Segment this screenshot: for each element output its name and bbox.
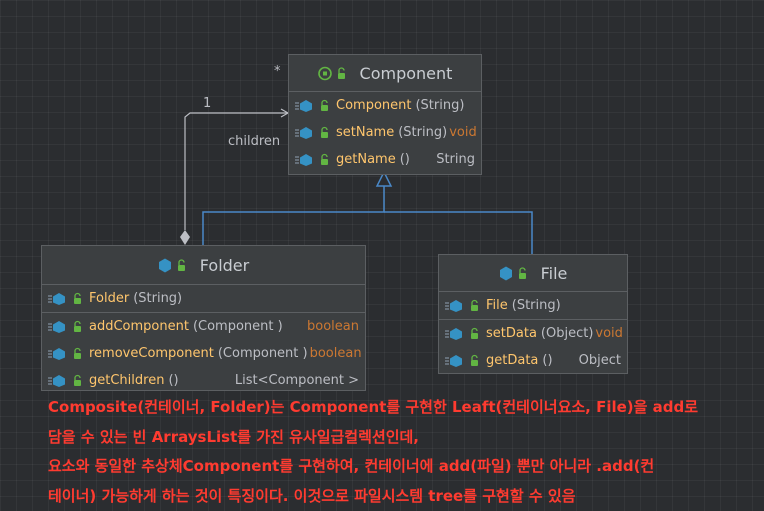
method-icon bbox=[294, 99, 330, 113]
file-header: File bbox=[439, 255, 627, 292]
method-icon bbox=[47, 347, 83, 361]
member-params: () bbox=[168, 373, 178, 388]
folder-removecomponent-row[interactable]: removeComponent (Component ) boolean bbox=[42, 340, 365, 367]
component-setname-row[interactable]: setName (String) void bbox=[289, 119, 481, 146]
component-constructor-row[interactable]: Component (String) bbox=[289, 92, 481, 119]
member-return-type: String bbox=[436, 152, 475, 167]
folder-addcomponent-row[interactable]: addComponent (Component ) boolean bbox=[42, 313, 365, 340]
children-role-label: children bbox=[228, 134, 280, 149]
aggregation-diamond-icon bbox=[180, 230, 190, 245]
component-members: Component (String) setName (String) void… bbox=[289, 92, 481, 173]
file-class-name: File bbox=[541, 264, 568, 283]
member-name: Component bbox=[336, 98, 411, 113]
folder-class-name: Folder bbox=[200, 256, 249, 275]
member-return-type: Object bbox=[579, 353, 621, 368]
component-header: Component bbox=[289, 55, 481, 92]
member-params: (String) bbox=[415, 98, 464, 113]
note-line: Composite(컨테이너, Folder)는 Component를 구현한 … bbox=[48, 393, 760, 423]
multiplicity-one-label: 1 bbox=[203, 96, 211, 111]
member-params: (String) bbox=[398, 125, 447, 140]
method-icon bbox=[47, 320, 83, 334]
member-params: (String) bbox=[512, 298, 561, 313]
folder-constructor-row[interactable]: Folder (String) bbox=[42, 285, 365, 312]
method-icon bbox=[47, 374, 83, 388]
file-extends-component-edge[interactable] bbox=[384, 212, 532, 255]
method-icon bbox=[294, 153, 330, 167]
folder-extends-component-edge[interactable] bbox=[203, 183, 384, 246]
member-name: setName bbox=[336, 125, 394, 140]
component-getname-row[interactable]: getName () String bbox=[289, 146, 481, 173]
method-icon bbox=[294, 126, 330, 140]
member-name: File bbox=[486, 298, 508, 313]
member-name: getName bbox=[336, 152, 396, 167]
annotation-note: Composite(컨테이너, Folder)는 Component를 구현한 … bbox=[48, 393, 760, 511]
member-name: getChildren bbox=[89, 373, 164, 388]
file-constructors: File (String) bbox=[439, 292, 627, 320]
folder-class-box[interactable]: Folder Folder (String) addComponent (Com… bbox=[41, 245, 366, 391]
folder-header: Folder bbox=[42, 246, 365, 285]
member-name: addComponent bbox=[89, 319, 189, 334]
method-icon bbox=[444, 327, 480, 341]
method-icon bbox=[444, 299, 480, 313]
class-icon bbox=[158, 258, 188, 273]
member-return-type: boolean bbox=[310, 346, 362, 361]
folder-constructors: Folder (String) bbox=[42, 285, 365, 313]
file-constructor-row[interactable]: File (String) bbox=[439, 292, 627, 319]
member-name: setData bbox=[486, 326, 537, 341]
note-line: 테이너) 가능하게 하는 것이 특징이다. 이것으로 파일시스템 tree를 구… bbox=[48, 482, 760, 511]
member-params: (String) bbox=[133, 291, 182, 306]
member-params: (Object) bbox=[541, 326, 593, 341]
note-line: 요소와 동일한 추상체Component를 구현하여, 컨테이너에 add(파일… bbox=[48, 452, 760, 482]
file-setdata-row[interactable]: setData (Object) void bbox=[439, 320, 627, 347]
member-params: () bbox=[542, 353, 552, 368]
member-return-type: boolean bbox=[307, 319, 359, 334]
member-params: (Component ) bbox=[193, 319, 283, 334]
member-return-type: List<Component > bbox=[235, 373, 359, 388]
member-name: getData bbox=[486, 353, 538, 368]
member-return-type: void bbox=[449, 125, 477, 140]
file-getdata-row[interactable]: getData () Object bbox=[439, 347, 627, 374]
inheritance-edges bbox=[203, 172, 532, 255]
component-class-name: Component bbox=[360, 64, 453, 83]
member-params: () bbox=[400, 152, 410, 167]
folder-getchildren-row[interactable]: getChildren () List<Component > bbox=[42, 367, 365, 394]
interface-icon bbox=[318, 66, 348, 81]
component-interface-box[interactable]: Component Component (String) setName (St… bbox=[288, 54, 482, 175]
member-name: removeComponent bbox=[89, 346, 214, 361]
method-icon bbox=[47, 292, 83, 306]
multiplicity-star-label: * bbox=[274, 64, 281, 79]
folder-methods: addComponent (Component ) boolean remove… bbox=[42, 313, 365, 394]
class-icon bbox=[499, 266, 529, 281]
method-icon bbox=[444, 354, 480, 368]
aggregation-edge[interactable] bbox=[180, 109, 288, 245]
member-name: Folder bbox=[89, 291, 129, 306]
file-methods: setData (Object) void getData () Object bbox=[439, 320, 627, 374]
member-params: (Component ) bbox=[218, 346, 308, 361]
member-return-type: void bbox=[595, 326, 623, 341]
note-line: 담을 수 있는 빈 ArraysList를 가진 유사일급컬렉션인데, bbox=[48, 423, 760, 453]
file-class-box[interactable]: File File (String) setData (Object) void… bbox=[438, 254, 628, 374]
